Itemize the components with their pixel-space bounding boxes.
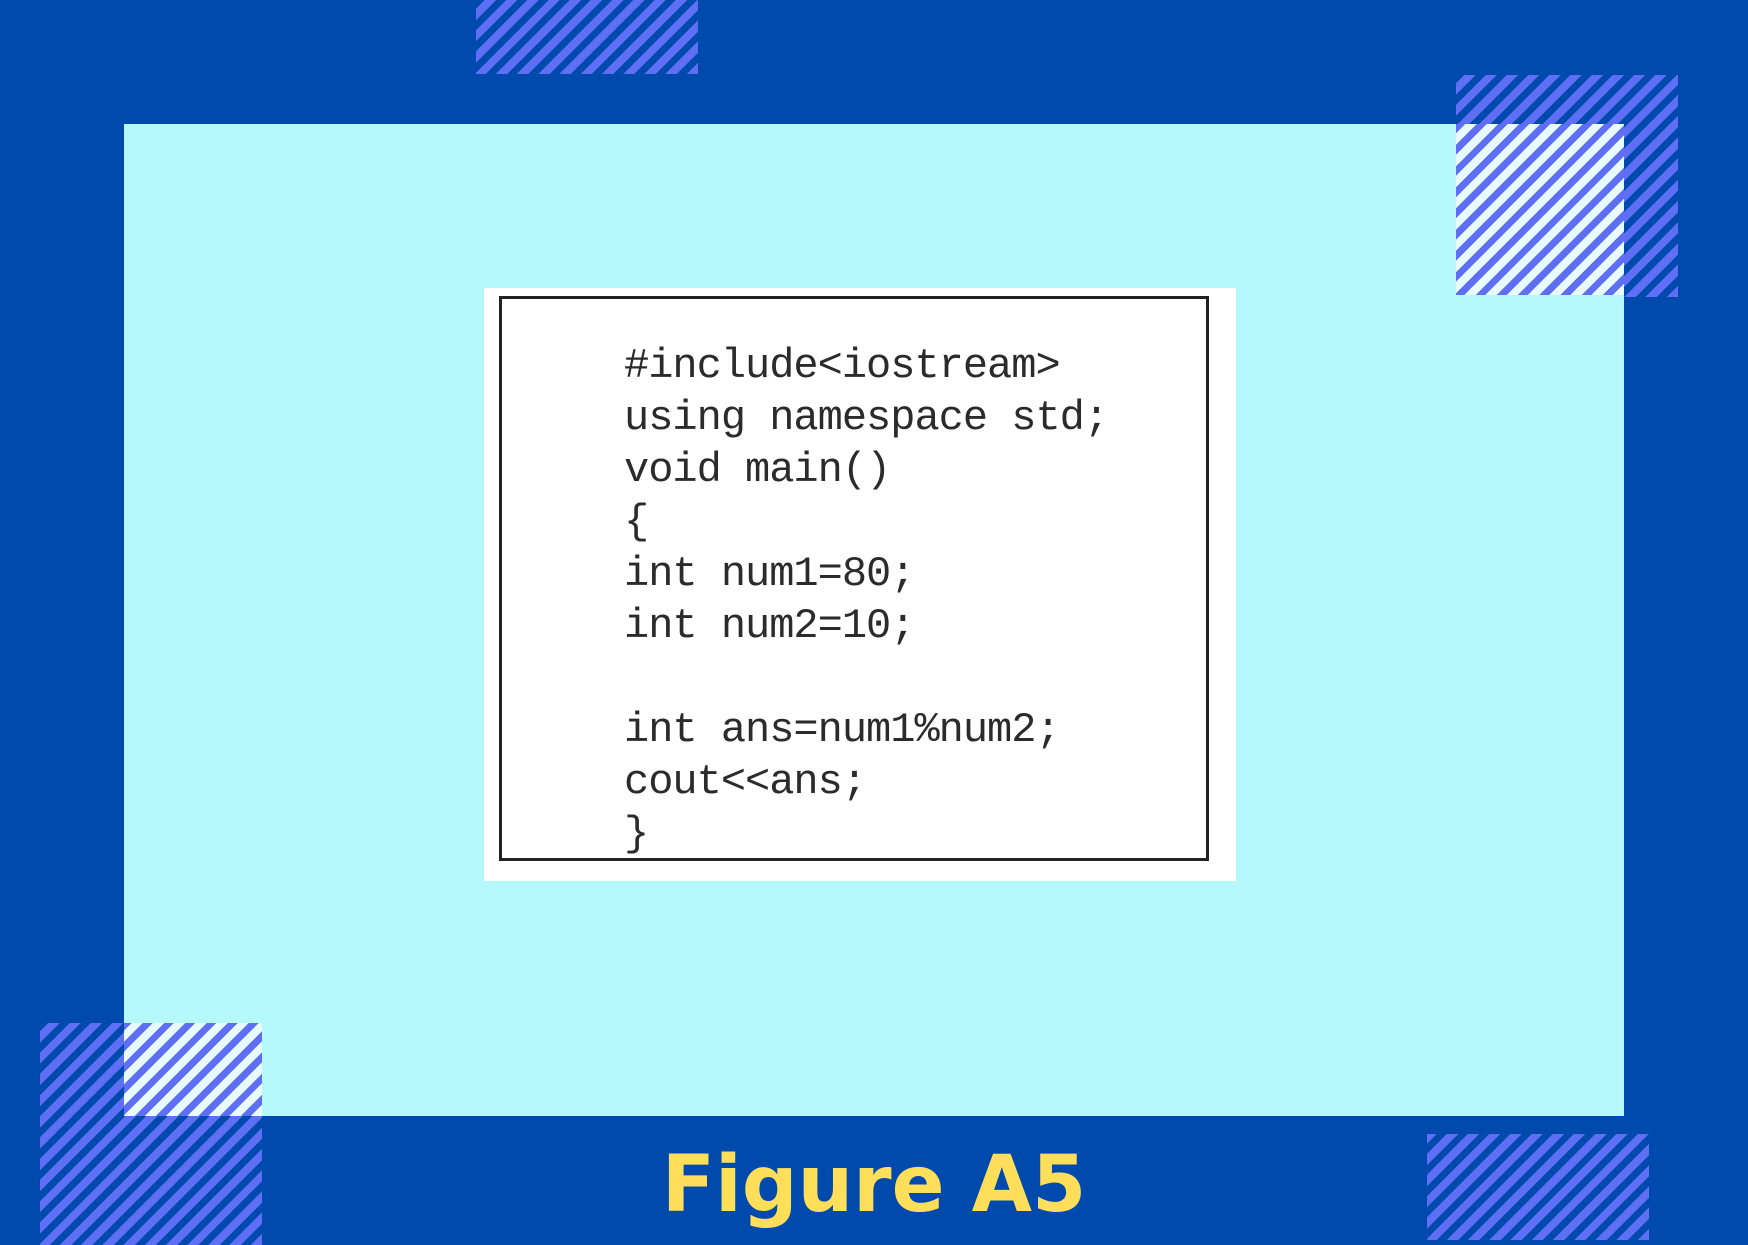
content-panel: #include<iostream> using namespace std; … [124, 124, 1624, 1116]
decorative-stripes-overlay-top-right [1456, 124, 1624, 295]
code-frame [499, 296, 1209, 861]
code-image: #include<iostream> using namespace std; … [484, 288, 1236, 881]
figure-caption: Figure A5 [661, 1140, 1087, 1230]
decorative-stripes-bottom-right [1427, 1134, 1649, 1240]
code-line: cout<<ans; [624, 758, 867, 806]
decorative-stripes-top [476, 0, 698, 74]
code-line: using namespace std; [624, 394, 1109, 442]
code-listing: #include<iostream> using namespace std; … [624, 340, 1109, 860]
code-line: void main() [624, 446, 891, 494]
code-line: int ans=num1%num2; [624, 706, 1061, 754]
code-line: int num1=80; [624, 550, 915, 598]
code-line: } [624, 810, 649, 858]
code-line [624, 652, 1108, 704]
code-line: int num2=10; [624, 602, 915, 650]
code-line: { [624, 498, 649, 546]
code-line: #include<iostream> [624, 342, 1061, 390]
decorative-stripes-overlay-bottom-left [124, 1023, 262, 1116]
